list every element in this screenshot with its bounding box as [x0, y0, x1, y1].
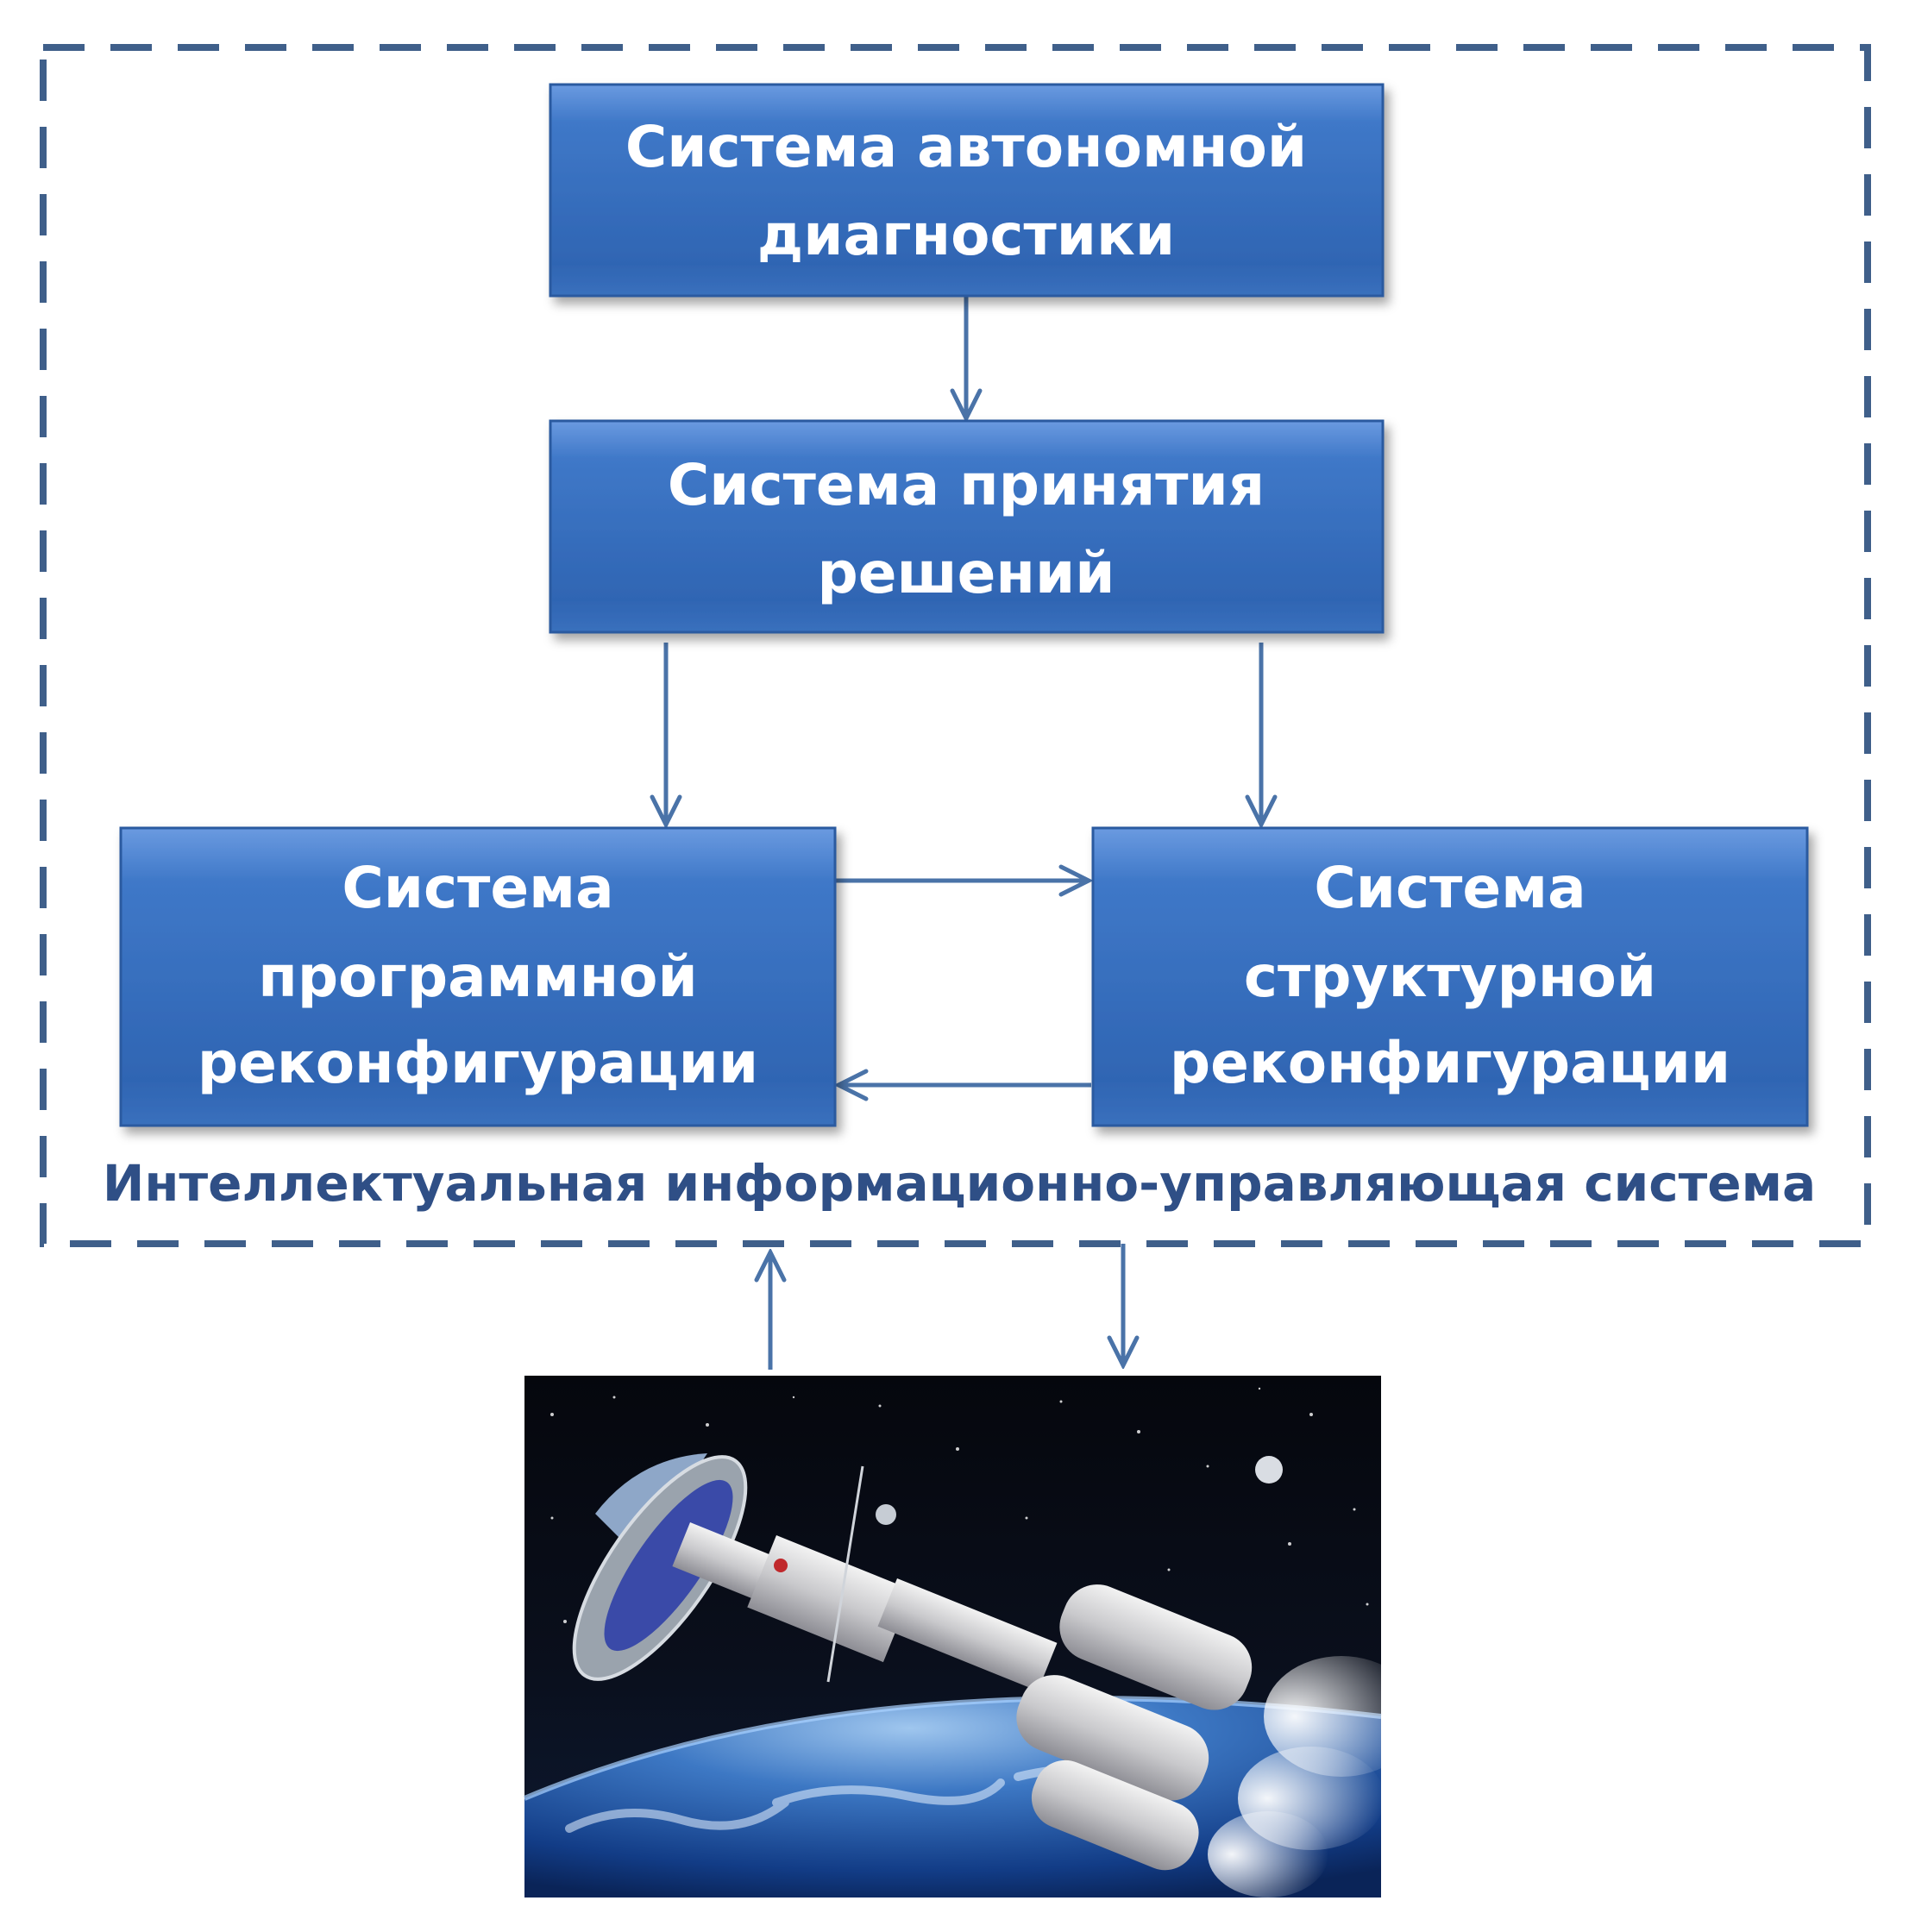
box-autonomous-diagnostics: Система автономной диагностики — [549, 83, 1385, 298]
box-software-line3: реконфигурации — [198, 1030, 758, 1096]
box-diagnostics-line2: диагностики — [757, 202, 1175, 268]
box-structural-line1: Система — [1314, 855, 1586, 921]
box-structural-reconfiguration: Система структурной реконфигурации — [1091, 826, 1809, 1127]
connectors — [666, 297, 1261, 1370]
box-diagnostics-line1: Система автономной — [625, 114, 1307, 180]
box-decision-line1: Система принятия — [668, 452, 1265, 518]
spacecraft-over-earth-image — [523, 1376, 1419, 1898]
box-structural-line3: реконфигурации — [1170, 1030, 1730, 1096]
container-dashed-border — [40, 44, 1871, 1247]
box-software-line2: программной — [258, 944, 698, 1010]
box-software-line1: Система — [342, 855, 613, 921]
box-structural-line2: структурной — [1244, 944, 1656, 1010]
box-decision-line2: решений — [818, 540, 1115, 606]
container-caption: Интеллектуальная информационно-управляющ… — [103, 1154, 1816, 1213]
box-software-reconfiguration: Система программной реконфигурации — [119, 826, 837, 1127]
box-decision-making: Система принятия решений — [549, 419, 1385, 634]
